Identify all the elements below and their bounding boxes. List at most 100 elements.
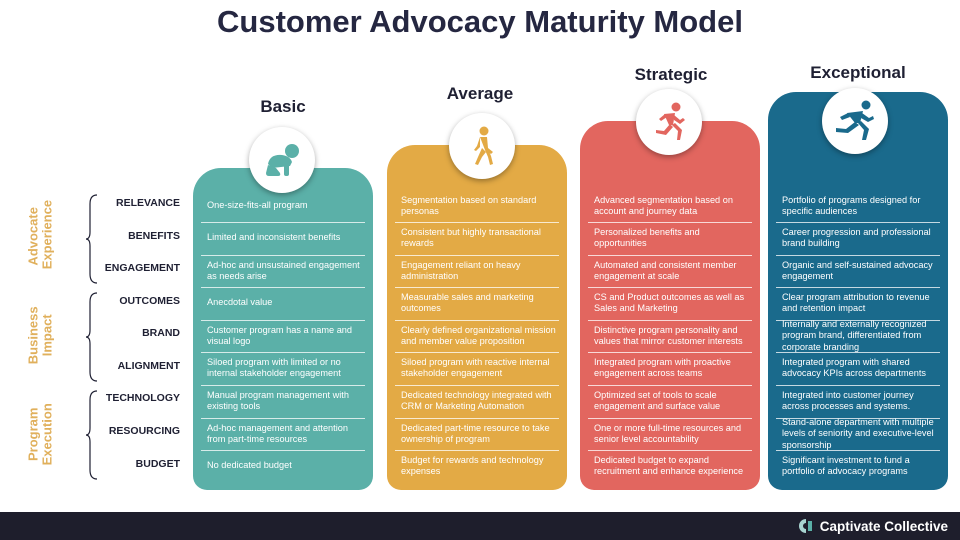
cell-divider bbox=[776, 287, 940, 288]
cell-divider bbox=[776, 255, 940, 256]
cell-divider bbox=[588, 450, 752, 451]
cell-strategic-engagement: Automated and consistent member engageme… bbox=[594, 259, 737, 281]
cell-divider bbox=[395, 222, 559, 223]
cell-exceptional-engagement: Organic and self-sustained advocacy enga… bbox=[782, 259, 933, 281]
page-title: Customer Advocacy Maturity Model bbox=[217, 4, 743, 39]
captivate-logo-icon bbox=[798, 519, 812, 533]
cell-average-brand: Clearly defined organizational mission a… bbox=[401, 324, 556, 346]
cell-divider bbox=[201, 450, 365, 451]
badge-average bbox=[449, 113, 515, 179]
brace-business-impact bbox=[86, 292, 98, 382]
group-label-business-impact: Business Impact bbox=[25, 306, 55, 365]
cell-strategic-alignment: Integrated program with proactive engage… bbox=[594, 356, 731, 378]
row-label-technology: TECHNOLOGY bbox=[105, 392, 180, 404]
cell-divider bbox=[588, 418, 752, 419]
level-heading-basic: Basic bbox=[260, 97, 306, 116]
row-label-alignment: ALIGNMENT bbox=[117, 360, 180, 372]
brand-name: Captivate Collective bbox=[819, 518, 948, 534]
cell-divider bbox=[776, 385, 940, 386]
cell-strategic-brand: Distinctive program personality and valu… bbox=[594, 324, 743, 346]
level-heading-exceptional: Exceptional bbox=[810, 63, 906, 82]
row-label-benefits: BENEFITS bbox=[128, 230, 180, 242]
cell-divider bbox=[776, 352, 940, 353]
walking-person-icon bbox=[474, 126, 493, 165]
cell-divider bbox=[588, 352, 752, 353]
cell-basic-alignment: Siloed program with limited or no intern… bbox=[207, 356, 341, 378]
cell-exceptional-resourcing: Stand-alone department with multiple lev… bbox=[782, 417, 934, 450]
cell-exceptional-relevance: Portfolio of programs designed for speci… bbox=[782, 194, 921, 216]
group-label-advocate-experience: Advocate Experience bbox=[25, 199, 55, 270]
cell-strategic-benefits: Personalized benefits and opportunities bbox=[594, 226, 700, 248]
brand: Captivate Collective bbox=[798, 518, 948, 534]
column-strategic: Advanced segmentation based on account a… bbox=[580, 121, 760, 490]
level-heading-average: Average bbox=[446, 84, 514, 103]
cell-average-relevance: Segmentation based on standard personas bbox=[401, 194, 537, 216]
row-label-outcomes: OUTCOMES bbox=[119, 295, 180, 307]
cell-divider bbox=[395, 385, 559, 386]
cell-divider bbox=[395, 255, 559, 256]
cell-divider bbox=[395, 287, 559, 288]
cell-exceptional-budget: Significant investment to fund a portfol… bbox=[782, 454, 910, 476]
cell-basic-budget: No dedicated budget bbox=[207, 460, 292, 471]
cell-exceptional-benefits: Career progression and professional bran… bbox=[782, 226, 931, 248]
cell-exceptional-technology: Integrated into customer journey across … bbox=[782, 389, 914, 411]
cell-basic-brand: Customer program has a name and visual l… bbox=[207, 324, 353, 346]
cell-divider bbox=[395, 320, 559, 321]
cell-basic-benefits: Limited and inconsistent benefits bbox=[207, 232, 341, 243]
cell-average-technology: Dedicated technology integrated with CRM… bbox=[401, 389, 552, 411]
cell-average-engagement: Engagement reliant on heavy administrati… bbox=[401, 259, 521, 281]
cell-divider bbox=[395, 450, 559, 451]
row-label-brand: BRAND bbox=[142, 327, 180, 339]
level-heading-strategic: Strategic bbox=[634, 65, 708, 84]
badge-strategic bbox=[636, 89, 702, 155]
column-exceptional: Portfolio of programs designed for speci… bbox=[768, 92, 948, 490]
cell-strategic-relevance: Advanced segmentation based on account a… bbox=[594, 194, 733, 216]
cell-divider bbox=[588, 320, 752, 321]
cell-divider bbox=[776, 320, 940, 321]
cell-divider bbox=[776, 222, 940, 223]
badge-basic bbox=[249, 127, 315, 193]
cell-average-outcomes: Measurable sales and marketing outcomes bbox=[401, 291, 534, 313]
cell-exceptional-brand: Internally and externally recognized pro… bbox=[782, 319, 927, 352]
cell-strategic-outcomes: CS and Product outcomes as well as Sales… bbox=[594, 291, 745, 313]
cell-average-benefits: Consistent but highly transactional rewa… bbox=[401, 226, 541, 248]
running-person-icon bbox=[656, 102, 685, 140]
row-label-budget: BUDGET bbox=[135, 458, 180, 470]
crawling-baby-icon bbox=[266, 144, 299, 176]
cell-divider bbox=[201, 418, 365, 419]
cell-divider bbox=[395, 418, 559, 419]
cell-strategic-resourcing: One or more full-time resources and seni… bbox=[594, 422, 742, 444]
cell-divider bbox=[588, 222, 752, 223]
cell-divider bbox=[588, 255, 752, 256]
cell-divider bbox=[201, 320, 365, 321]
cell-divider bbox=[588, 287, 752, 288]
cell-divider bbox=[776, 418, 940, 419]
cell-exceptional-outcomes: Clear program attribution to revenue and… bbox=[782, 291, 930, 313]
group-label-program-execution: Program Execution bbox=[25, 403, 55, 466]
footer-bar: Captivate Collective bbox=[0, 512, 960, 540]
cell-divider bbox=[201, 222, 365, 223]
cell-basic-relevance: One-size-fits-all program bbox=[207, 200, 308, 211]
cell-average-budget: Budget for rewards and technology expens… bbox=[401, 454, 544, 476]
brace-advocate-experience bbox=[86, 194, 98, 284]
cell-basic-technology: Manual program management with existing … bbox=[207, 389, 349, 411]
cell-basic-outcomes: Anecdotal value bbox=[207, 297, 273, 308]
cell-divider bbox=[201, 287, 365, 288]
cell-divider bbox=[588, 385, 752, 386]
row-label-relevance: RELEVANCE bbox=[116, 197, 180, 209]
cell-exceptional-alignment: Integrated program with shared advocacy … bbox=[782, 356, 927, 378]
cell-strategic-technology: Optimized set of tools to scale engageme… bbox=[594, 389, 721, 411]
cell-divider bbox=[201, 255, 365, 256]
cell-average-alignment: Siloed program with reactive internal st… bbox=[401, 356, 550, 378]
brace-program-execution bbox=[86, 390, 98, 480]
cell-basic-resourcing: Ad-hoc management and attention from par… bbox=[207, 422, 348, 444]
cell-divider bbox=[395, 352, 559, 353]
cell-basic-engagement: Ad-hoc and unsustained engagement as nee… bbox=[207, 259, 360, 281]
sprinting-person-icon bbox=[836, 100, 874, 140]
row-label-resourcing: RESOURCING bbox=[108, 425, 180, 437]
cell-divider bbox=[776, 450, 940, 451]
cell-divider bbox=[201, 352, 365, 353]
cell-average-resourcing: Dedicated part-time resource to take own… bbox=[401, 422, 550, 444]
